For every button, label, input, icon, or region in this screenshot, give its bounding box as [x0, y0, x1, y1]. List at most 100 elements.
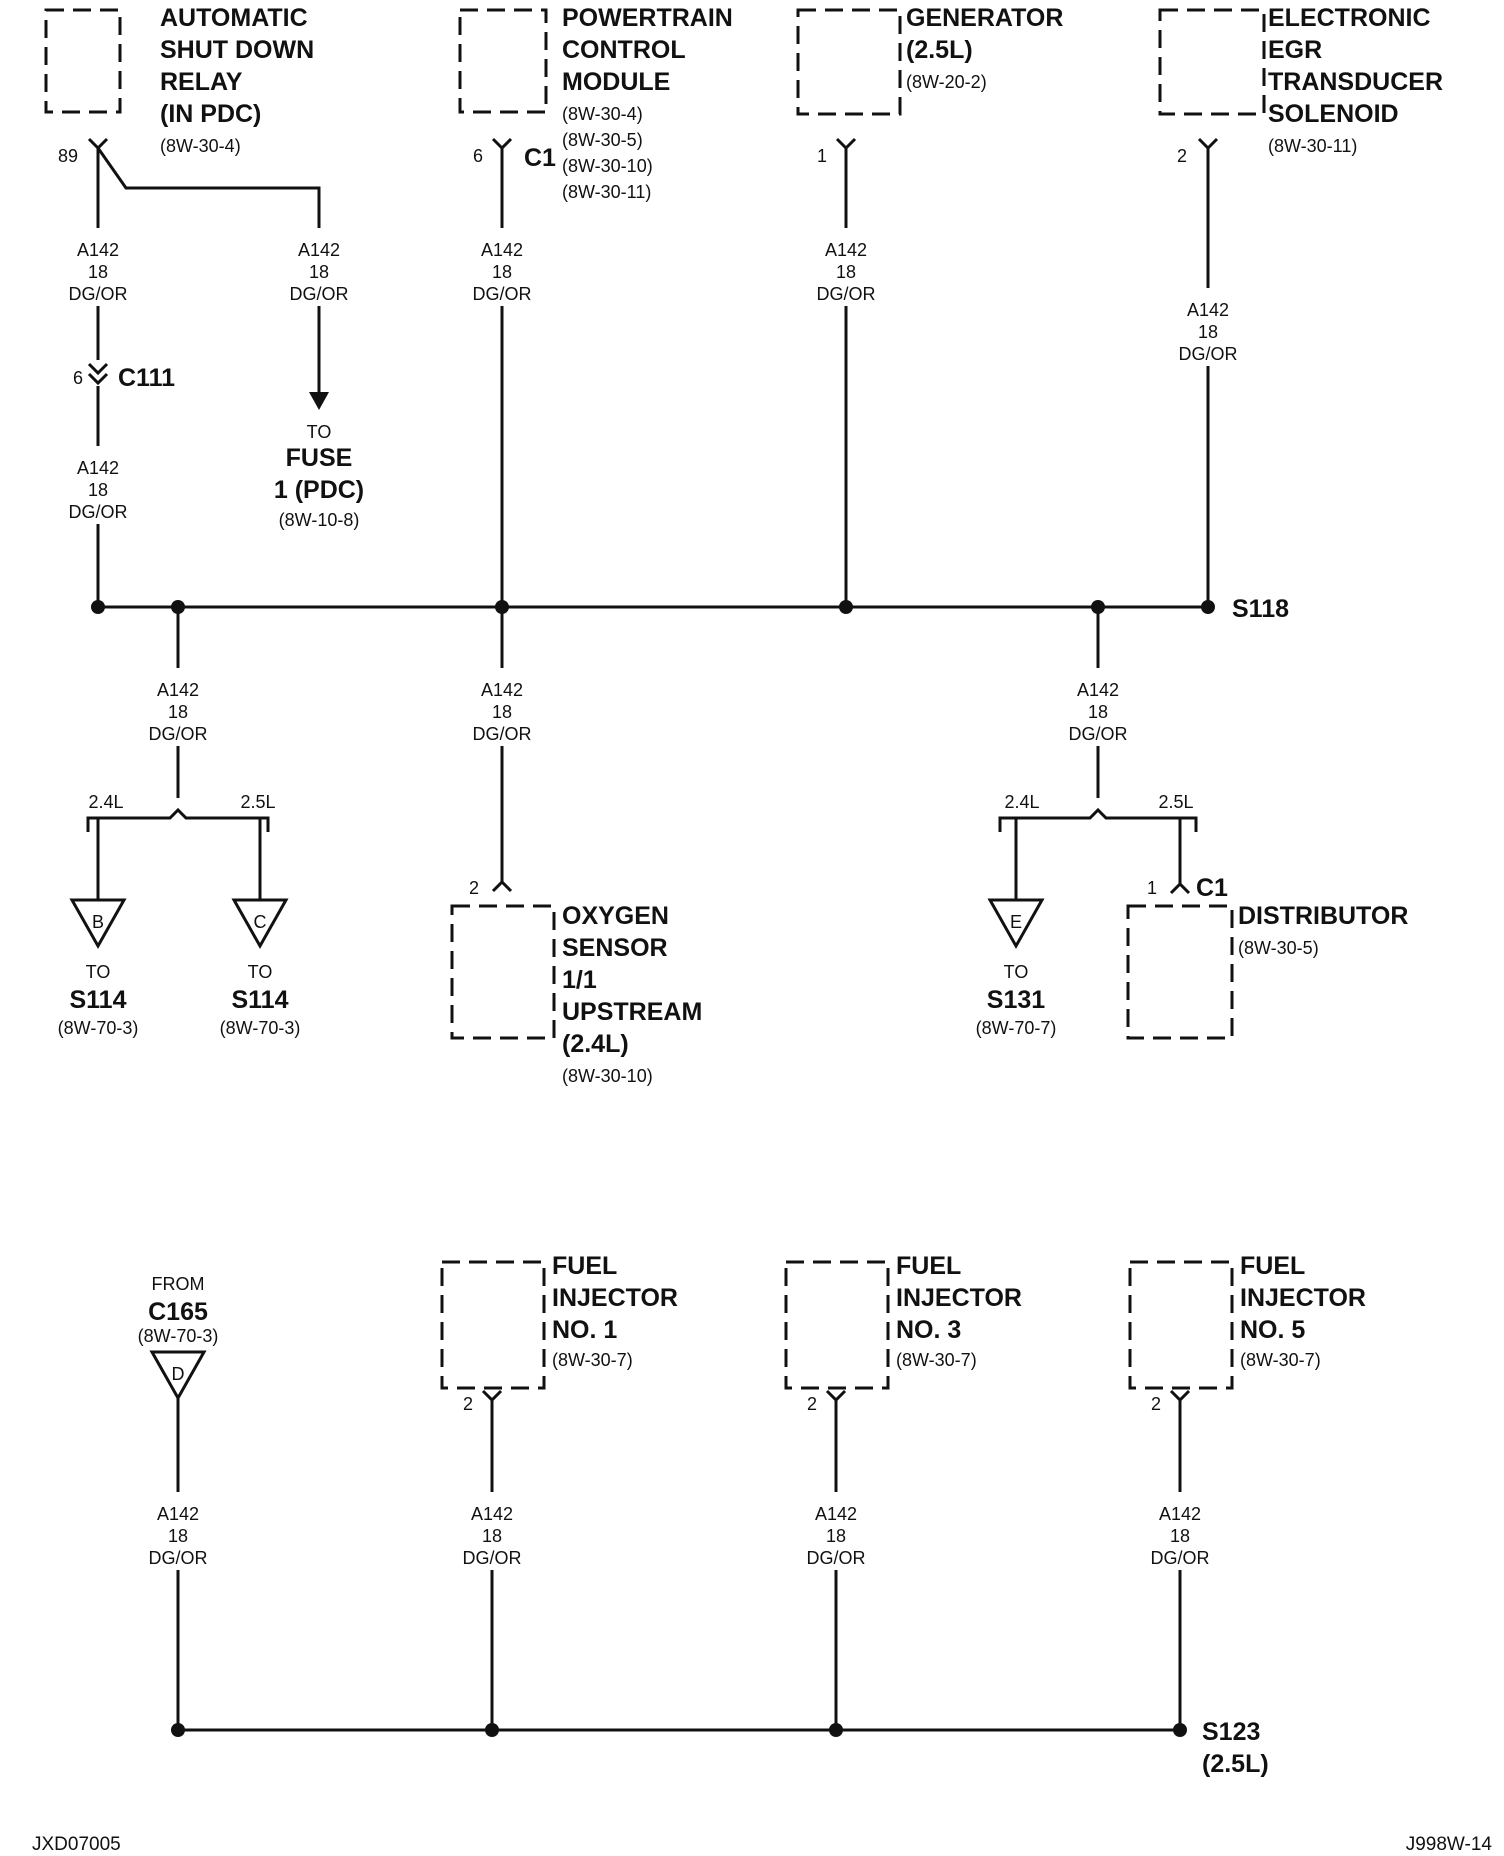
pcm-wire-circuit: A142: [481, 240, 523, 260]
fuse-wire-color: DG/OR: [289, 284, 348, 304]
egr-label-0: ELECTRONIC: [1268, 4, 1431, 32]
offpage-c-ref: (8W-70-3): [220, 1018, 301, 1038]
o2-terminal: [491, 879, 513, 893]
pcm-ref-3: (8W-30-11): [562, 182, 651, 202]
injector-3-label-2: NO. 3: [896, 1316, 961, 1344]
pcm-connector: C1: [524, 144, 556, 172]
egr-pin: 2: [1177, 146, 1187, 166]
asd-wire-lower-color: DG/OR: [68, 502, 127, 522]
inj3-wire-color: DG/OR: [806, 1548, 865, 1568]
inj3-wire-gauge: 18: [826, 1526, 846, 1546]
left-option-2-4l: 2.4L: [88, 792, 123, 812]
generator-pin: 1: [817, 146, 827, 166]
distributor-pin: 1: [1147, 878, 1157, 898]
asd-relay-box: [44, 8, 122, 114]
footer-left-code: JXD07005: [32, 1834, 121, 1855]
injector-3-label-0: FUEL: [896, 1252, 961, 1280]
c111-label: C111: [118, 364, 175, 392]
inj5-wire-circuit: A142: [1159, 1504, 1201, 1524]
left-branch-wire-gauge: 18: [168, 702, 188, 722]
offpage-b-name: S114: [69, 986, 126, 1014]
wires: [69, 137, 1219, 1732]
s118-node-2: [495, 600, 509, 614]
asd-label-3: (IN PDC): [160, 100, 261, 128]
pcm-box: [458, 8, 548, 114]
pcm-label-0: POWERTRAIN: [562, 4, 733, 32]
generator-wire-color: DG/OR: [816, 284, 875, 304]
egr-solenoid-box: [1158, 8, 1266, 116]
asd-wire-lower-gauge: 18: [88, 480, 108, 500]
asd-pin: 89: [58, 146, 78, 166]
offpage-e-to: TO: [1004, 962, 1029, 982]
offpage-b-letter: B: [92, 912, 104, 932]
offpage-b-to: TO: [86, 962, 111, 982]
o2-wire-color: DG/OR: [472, 724, 531, 744]
inj5-terminal: [1169, 1389, 1191, 1403]
injector-3-box: [784, 1260, 890, 1390]
right-option-split: [998, 807, 1198, 832]
injector-1-pin: 2: [463, 1394, 473, 1414]
asd-wire-upper-circuit: A142: [77, 240, 119, 260]
offpage-c-letter: C: [254, 912, 267, 932]
asd-label-1: SHUT DOWN: [160, 36, 314, 64]
injector-5-ref: (8W-30-7): [1240, 1350, 1321, 1370]
egr-label-3: SOLENOID: [1268, 100, 1399, 128]
inj1-wire-gauge: 18: [482, 1526, 502, 1546]
inj5-wire-color: DG/OR: [1150, 1548, 1209, 1568]
egr-wire-color: DG/OR: [1178, 344, 1237, 364]
right-option-2-4l: 2.4L: [1004, 792, 1039, 812]
offpage-e-letter: E: [1010, 912, 1022, 932]
c165-wire-color: DG/OR: [148, 1548, 207, 1568]
asd-label-0: AUTOMATIC: [160, 4, 308, 32]
pcm-ref-0: (8W-30-4): [562, 104, 643, 124]
inj3-wire-circuit: A142: [815, 1504, 857, 1524]
injector-1-label-2: NO. 1: [552, 1316, 617, 1344]
injector-1-label-1: INJECTOR: [552, 1284, 678, 1312]
inj1-wire-color: DG/OR: [462, 1548, 521, 1568]
generator-label-0: GENERATOR: [906, 4, 1063, 32]
oxygen-sensor-ref: (8W-30-10): [562, 1066, 653, 1086]
fuse-wire-gauge: 18: [309, 262, 329, 282]
injector-5-label-1: INJECTOR: [1240, 1284, 1366, 1312]
egr-wire-circuit: A142: [1187, 300, 1229, 320]
fuse-label-1: 1 (PDC): [274, 476, 364, 504]
offpage-d-from: FROM: [152, 1274, 205, 1294]
distributor-label-0: DISTRIBUTOR: [1238, 902, 1408, 930]
fuse-arrow: [309, 392, 329, 410]
pcm-ref-2: (8W-30-10): [562, 156, 653, 176]
injector-1-label-0: FUEL: [552, 1252, 617, 1280]
distributor-box: [1126, 904, 1234, 1040]
left-branch-wire-color: DG/OR: [148, 724, 207, 744]
asd-wire-upper-gauge: 18: [88, 262, 108, 282]
generator-wire-gauge: 18: [836, 262, 856, 282]
offpage-e-name: S131: [987, 986, 1045, 1014]
offpage-d-triangle: [149, 1350, 207, 1402]
offpage-b-ref: (8W-70-3): [58, 1018, 139, 1038]
offpage-c-triangle: [231, 898, 289, 950]
s123-node-0: [171, 1723, 185, 1737]
s118-node-3: [839, 600, 853, 614]
s123-node-3: [1173, 1723, 1187, 1737]
s123-label: S123: [1202, 1718, 1260, 1746]
left-branch-wire-circuit: A142: [157, 680, 199, 700]
offpage-b-triangle: [69, 898, 127, 950]
inj1-wire-circuit: A142: [471, 1504, 513, 1524]
offpage-e-triangle: [987, 898, 1045, 950]
oxygen-sensor-label-2: 1/1: [562, 966, 597, 994]
right-branch-wire-color: DG/OR: [1068, 724, 1127, 744]
offpage-c-to: TO: [248, 962, 273, 982]
offpage-d-ref: (8W-70-3): [138, 1326, 219, 1346]
asd-terminal: [87, 137, 109, 151]
offpage-e-ref: (8W-70-7): [976, 1018, 1057, 1038]
egr-wire-gauge: 18: [1198, 322, 1218, 342]
distributor-ref: (8W-30-5): [1238, 938, 1319, 958]
pcm-wire-gauge: 18: [492, 262, 512, 282]
s118-label: S118: [1232, 595, 1289, 623]
asd-ref: (8W-30-4): [160, 136, 241, 156]
component-boxes: [44, 8, 1266, 1390]
o2-wire-gauge: 18: [492, 702, 512, 722]
oxygen-sensor-label-4: (2.4L): [562, 1030, 629, 1058]
oxygen-sensor-label-0: OXYGEN: [562, 902, 669, 930]
